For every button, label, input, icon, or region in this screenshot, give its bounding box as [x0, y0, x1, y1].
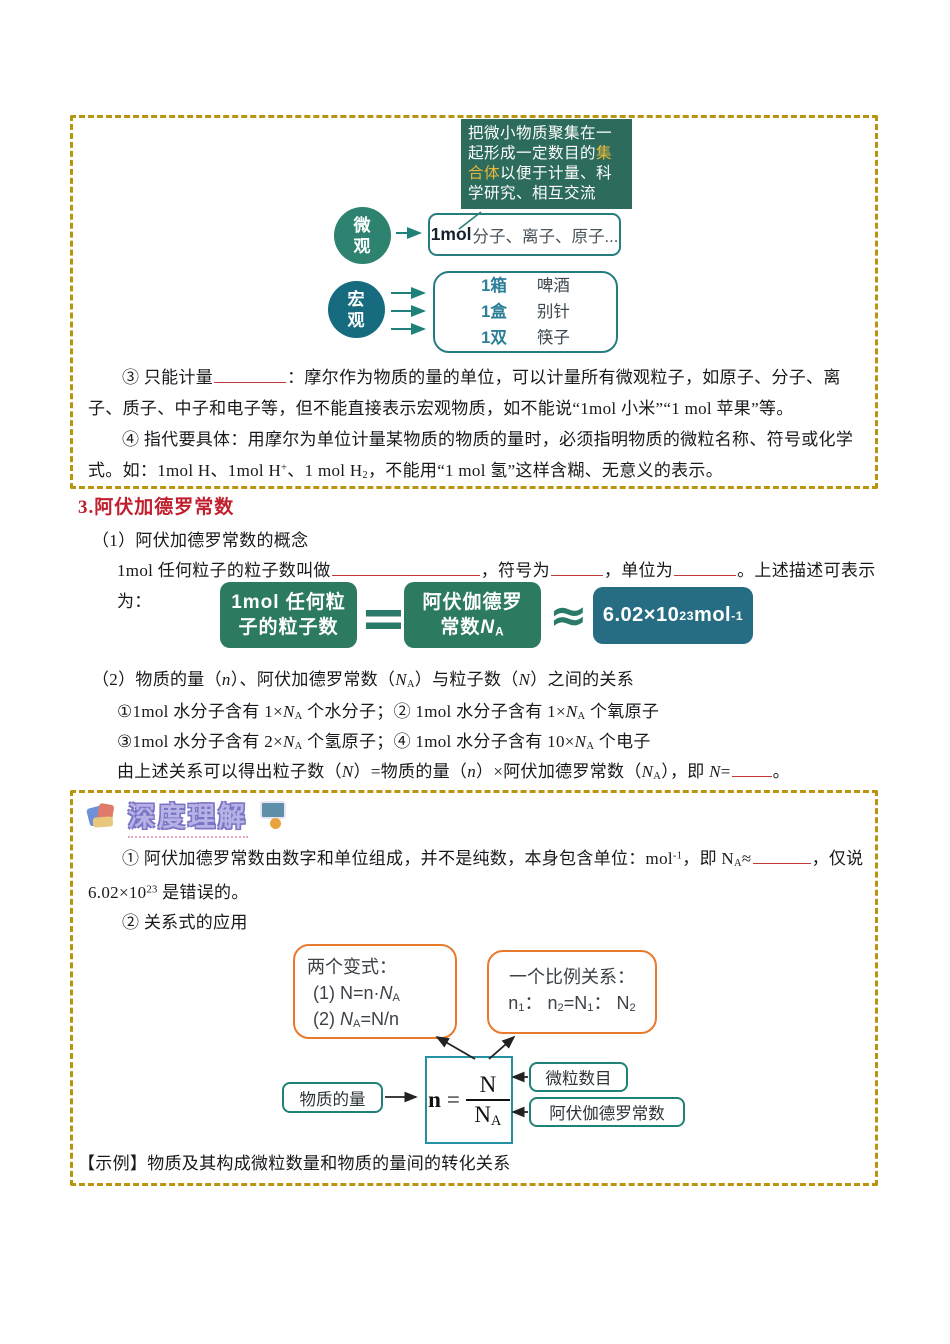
paragraph-4: ④ 指代要具体：用摩尔为单位计量某物质的物质的量时，必须指明物质的微粒名称、符号… [88, 430, 854, 482]
badge-decor-left-icon [86, 799, 120, 833]
fraction-bar [465, 1099, 510, 1101]
macro-row: 1双 筷子 [435, 326, 616, 350]
ratio-line: n1： n2=N1： N2 [508, 993, 636, 1015]
formula-fraction: N NA [465, 1071, 510, 1129]
dashed-frame-top [70, 115, 878, 489]
formula-numerator: N [479, 1071, 497, 1097]
macro-example-box: 1箱 啤酒 1盒 别针 1双 筷子 [433, 271, 618, 353]
micro-circle: 微 观 [334, 207, 391, 264]
concept-text-highlight: 集合体 [468, 145, 613, 182]
formula-denominator: NA [474, 1102, 502, 1129]
variants-title: 两个变式： [307, 957, 397, 977]
badge-decor-right-icon [256, 799, 290, 833]
example-line: 【示例】物质及其构成微粒数量和物质的量间的转化关系 [78, 1154, 511, 1173]
relation-line-1: ①1mol 水分子含有 1×NA 个水分子；② 1mol 水分子含有 1×NA … [117, 702, 660, 723]
note-1-line-1: ① 阿伏加德罗常数由数字和单位组成，并不是纯数，本身包含单位：mol-1，即 N… [88, 843, 868, 874]
label-avogadro-constant: 阿伏伽德罗常数 [529, 1097, 685, 1127]
formula-n: n [428, 1087, 441, 1112]
paragraph-3: ③ 只能计量：摩尔作为物质的量的单位，可以计量所有微观粒子，如原子、分子、离子、… [88, 362, 868, 424]
equals-symbol: = [360, 586, 407, 651]
concept-callout-box: 把微小物质聚集在一起形成一定数目的集合体以便于计量、科学研究、相互交流 [461, 119, 632, 209]
label-particle-number: 微粒数目 [529, 1062, 628, 1092]
concept-text-pre: 把微小物质聚集在一起形成一定数目的 [468, 125, 613, 162]
sub-heading-2: （2）物质的量（n）、阿伏加德罗常数（NA）与粒子数（N）之间的关系 [92, 670, 635, 691]
macro-item: 啤酒 [536, 277, 570, 295]
equation-mid-line1: 阿伏伽德罗 [422, 592, 523, 613]
concept-text-post: 以便于计量、科学研究、相互交流 [468, 165, 613, 202]
equation-mid-box: 阿伏伽德罗 常数NA [404, 582, 541, 648]
ratio-box: 一个比例关系： n1： n2=N1： N2 [487, 950, 657, 1034]
note-1-line-2: 6.02×1023 是错误的。 [88, 883, 249, 902]
variants-line-2: (2) NA=N/n [313, 1009, 399, 1031]
macro-qty: 1箱 [481, 277, 507, 295]
macro-row: 1盒 别针 [435, 300, 616, 324]
approx-symbol: ≈ [549, 588, 588, 642]
relation-line-2: ③1mol 水分子含有 2×NA 个氢原子；④ 1mol 水分子含有 10×NA… [117, 732, 651, 753]
equation-left-line2: 子的粒子数 [238, 617, 339, 638]
equation-left-line1: 1mol 任何粒 [231, 592, 346, 613]
concept-definition-line: 1mol 任何粒子的粒子数叫做，符号为，单位为。上述描述可表示为： [117, 555, 897, 617]
equation-left-box: 1mol 任何粒 子的粒子数 [220, 582, 357, 648]
macro-qty: 1双 [481, 329, 507, 347]
ratio-title: 一个比例关系： [509, 967, 635, 987]
formula-box: n = N NA [425, 1056, 513, 1144]
section-heading: 3.阿伏加德罗常数 [78, 497, 235, 518]
deep-understanding-badge: 深度理解 [86, 795, 290, 838]
note-2: ② 关系式的应用 [122, 913, 248, 932]
macro-row: 1箱 啤酒 [435, 274, 616, 298]
derive-line: 由上述关系可以得出粒子数（N）=物质的量（n）×阿伏加德罗常数（NA），即 N=… [117, 756, 897, 787]
sub-heading-1: （1）阿伏加德罗常数的概念 [92, 531, 309, 550]
variants-line-1: (1) N=n·NA [313, 983, 400, 1005]
badge-title: 深度理解 [128, 795, 248, 838]
macro-qty: 1盒 [481, 303, 507, 321]
label-amount-of-substance: 物质的量 [282, 1082, 383, 1113]
equation-mid-line2: 常数NA [440, 617, 505, 639]
macro-item: 别针 [536, 303, 570, 321]
macro-item: 筷子 [536, 329, 570, 347]
variants-box: 两个变式： (1) N=n·NA (2) NA=N/n [293, 944, 457, 1039]
macro-circle: 宏 观 [328, 281, 385, 338]
formula-equals: = [446, 1087, 460, 1112]
dashed-frame-bottom [70, 790, 878, 1186]
